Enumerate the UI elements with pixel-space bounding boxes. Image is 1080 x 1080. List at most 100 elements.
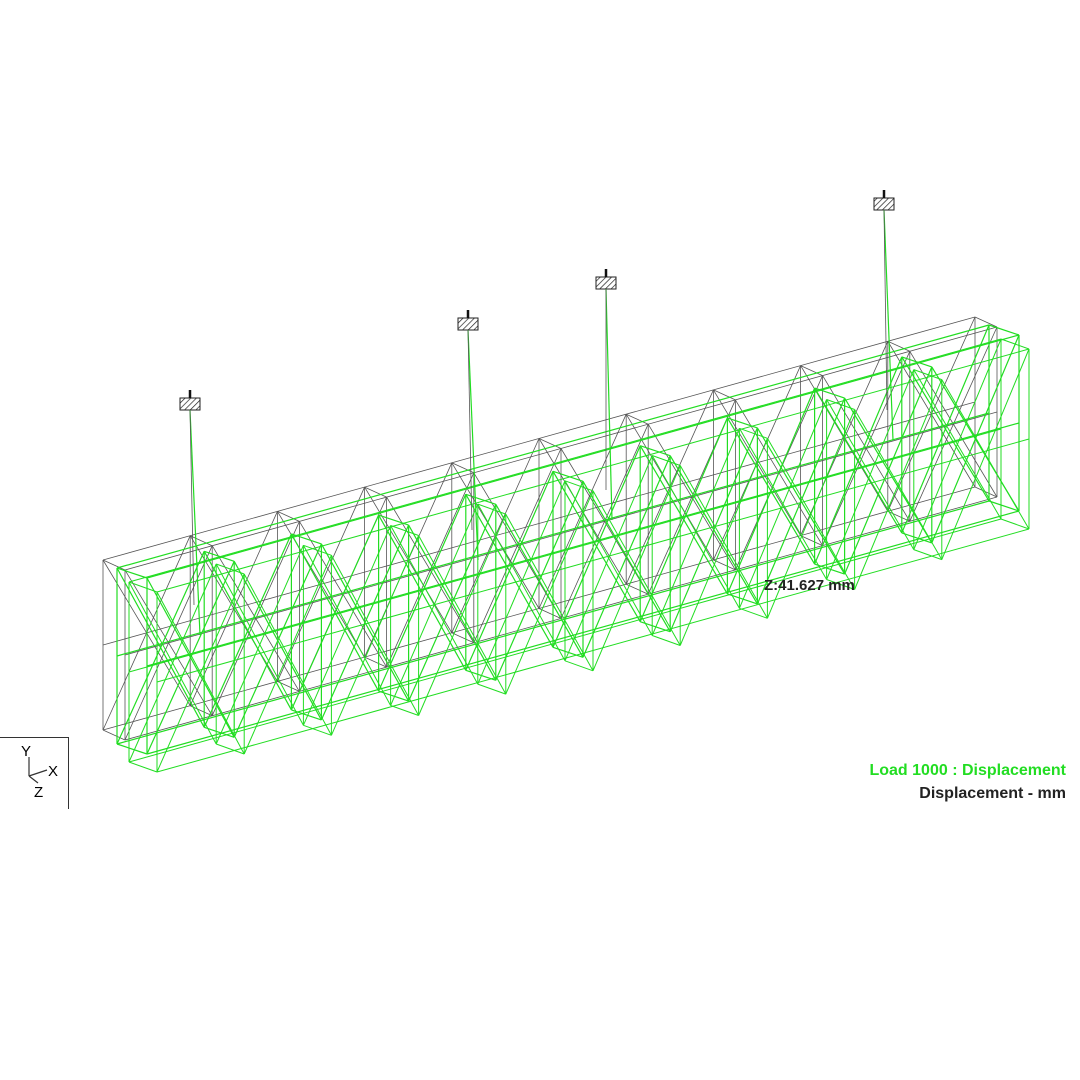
deformed-member-b-bottom-tie-7 (739, 607, 768, 619)
undeformed-member-bottom-tie-3 (364, 656, 387, 668)
undeformed-member-brace-b-3-1 (386, 472, 475, 668)
deformed-member-b-top-tie-2 (303, 544, 332, 556)
hatched-support-icon (595, 269, 617, 290)
undeformed-member-bottom-tie-5 (538, 608, 562, 619)
undeformed-member-brace-b-1-1 (211, 521, 300, 716)
deformed-member-brace-b-5-1 (582, 455, 671, 658)
undeformed-member-top-tie-4 (451, 462, 474, 474)
deformed-member-b-bottom-tie-6 (652, 635, 681, 646)
undeformed-member-bottom-tie-0 (102, 729, 126, 741)
deformed-member-b-brace-b-2-0 (302, 525, 392, 726)
deformed-member-b-brace-b-6-0 (651, 428, 740, 636)
undeformed-member-bottom-tie-4 (451, 632, 474, 644)
undeformed-member-top-tie-8 (800, 365, 823, 376)
deformed-member-b-brace-b-4-0 (477, 480, 566, 685)
undeformed-member-top-tie-1 (190, 535, 213, 547)
deformed-member-brace-b-7-0 (726, 387, 816, 595)
undeformed-member-bottom-tie-8 (800, 535, 823, 546)
deformed-member-brace-b-6-0 (639, 417, 728, 622)
deformed-member-b-top-tie-0 (128, 581, 158, 593)
deformed-member-b-brace-b-7-1 (766, 409, 856, 619)
undeformed-member-top-tie-0 (102, 559, 126, 571)
hanger-line-3 (883, 209, 894, 441)
hanger-line-undeformed-3 (883, 209, 888, 411)
deformed-member-brace-b-2-1 (320, 524, 410, 721)
undeformed-structure (102, 316, 998, 741)
deformed-member-b-brace-b-0-0 (128, 563, 217, 763)
deformed-member-b-brace-b-0-1 (156, 573, 245, 773)
deformed-member-brace-b-4-0 (465, 471, 554, 671)
deformed-member-b-top-tie-4 (477, 503, 506, 515)
hanger-line-2 (605, 288, 613, 521)
deformed-member-brace-b-5-0 (552, 445, 641, 648)
deformed-member-bottom-tie-1 (204, 726, 235, 738)
hanger-line-1 (467, 329, 479, 561)
deformed-member-b-brace-b-3-0 (390, 503, 479, 706)
deformed-member-b-brace-b-2-1 (330, 535, 420, 736)
deformed-member-brace-b-7-1 (756, 397, 846, 605)
undeformed-member-bottom-tie-9 (887, 510, 910, 522)
undeformed-member-top-tie-7 (713, 389, 736, 401)
deformed-member-b-bottom-tie-1 (216, 743, 245, 755)
deformed-member-brace-b-0-0 (116, 551, 205, 745)
axis-y-label: Y (21, 743, 31, 760)
deformed-member-brace-b-2-0 (290, 514, 380, 711)
hanger-line-0 (189, 409, 201, 636)
undeformed-member-top-tie-3 (364, 486, 387, 498)
deformed-member-b-top-tie-10 (1000, 338, 1030, 350)
deformed-member-brace-b-3-0 (378, 494, 467, 692)
hanger-line-undeformed-0 (189, 409, 195, 606)
undeformed-member-brace-b-5-1 (560, 424, 649, 619)
deformed-member-brace-b-8-1 (844, 366, 933, 575)
deformed-member-b-brace-b-4-1 (505, 490, 594, 695)
deformed-member-b-top-chord-1 (156, 348, 1030, 593)
deformed-member-b-brace-b-9-0 (913, 338, 1002, 550)
deformed-member-top-tie-4 (465, 493, 496, 505)
deformed-member-b-brace-b-8-0 (826, 369, 915, 580)
deformed-member-b-brace-b-5-1 (592, 465, 681, 671)
deformed-member-b-brace-b-6-1 (679, 438, 768, 646)
deformed-member-brace-b-8-0 (814, 356, 903, 565)
units-label: Displacement - mm (919, 785, 1066, 802)
hatched-support-icon (457, 310, 479, 331)
deformed-structure (116, 324, 1030, 773)
undeformed-member-top-tie-9 (887, 340, 910, 352)
deformed-member-top-tie-9 (901, 356, 932, 368)
undeformed-member-top-tie-6 (626, 413, 649, 425)
deformed-member-b-top-tie-7 (739, 427, 768, 439)
deformed-member-b-brace-b-8-1 (854, 379, 943, 590)
deformed-member-top-chord-0 (116, 324, 990, 569)
deformed-member-top-tie-5 (552, 470, 584, 482)
deformed-member-brace-b-1-0 (203, 533, 292, 728)
undeformed-member-top-tie-5 (538, 438, 562, 449)
hatched-support-icon (179, 390, 201, 411)
deformed-member-top-tie-6 (640, 445, 671, 457)
deformed-member-b-brace-b-7-0 (738, 399, 828, 609)
hanger-line-undeformed-1 (467, 329, 473, 531)
deformed-member-brace-b-9-0 (901, 324, 990, 534)
deformed-member-b-bottom-tie-2 (303, 724, 332, 736)
deformed-member-b-top-chord-0 (128, 338, 1002, 583)
deformed-member-b-top-tie-9 (913, 369, 942, 381)
deformed-member-b-bottom-tie-5 (564, 660, 594, 672)
undeformed-member-brace-b-9-1 (909, 326, 998, 522)
deformed-member-brace-b-1-1 (233, 543, 322, 738)
deformed-member-bottom-tie-9 (901, 532, 932, 544)
undeformed-member-bottom-tie-7 (713, 559, 736, 571)
deformed-member-b-top-tie-8 (826, 399, 855, 410)
deformed-member-b-bottom-tie-10 (1000, 518, 1030, 530)
max-displacement-readout: Z:41.627 mm (764, 577, 855, 594)
deformed-member-b-bottom-tie-9 (913, 549, 942, 561)
axis-x-label: X (48, 763, 58, 780)
deformed-member-bottom-tie-10 (988, 500, 1020, 512)
deformed-member-b-top-tie-6 (652, 455, 681, 466)
deformed-member-b-brace-b-5-0 (564, 455, 653, 661)
deformed-member-b-brace-b-1-1 (243, 555, 332, 755)
deformed-member-b-top-tie-1 (216, 563, 245, 575)
deformed-member-bottom-tie-8 (814, 563, 845, 575)
undeformed-member-bottom-tie-6 (626, 583, 649, 595)
deformed-member-brace-b-3-1 (408, 504, 497, 702)
undeformed-member-brace-b-8-1 (822, 351, 911, 546)
